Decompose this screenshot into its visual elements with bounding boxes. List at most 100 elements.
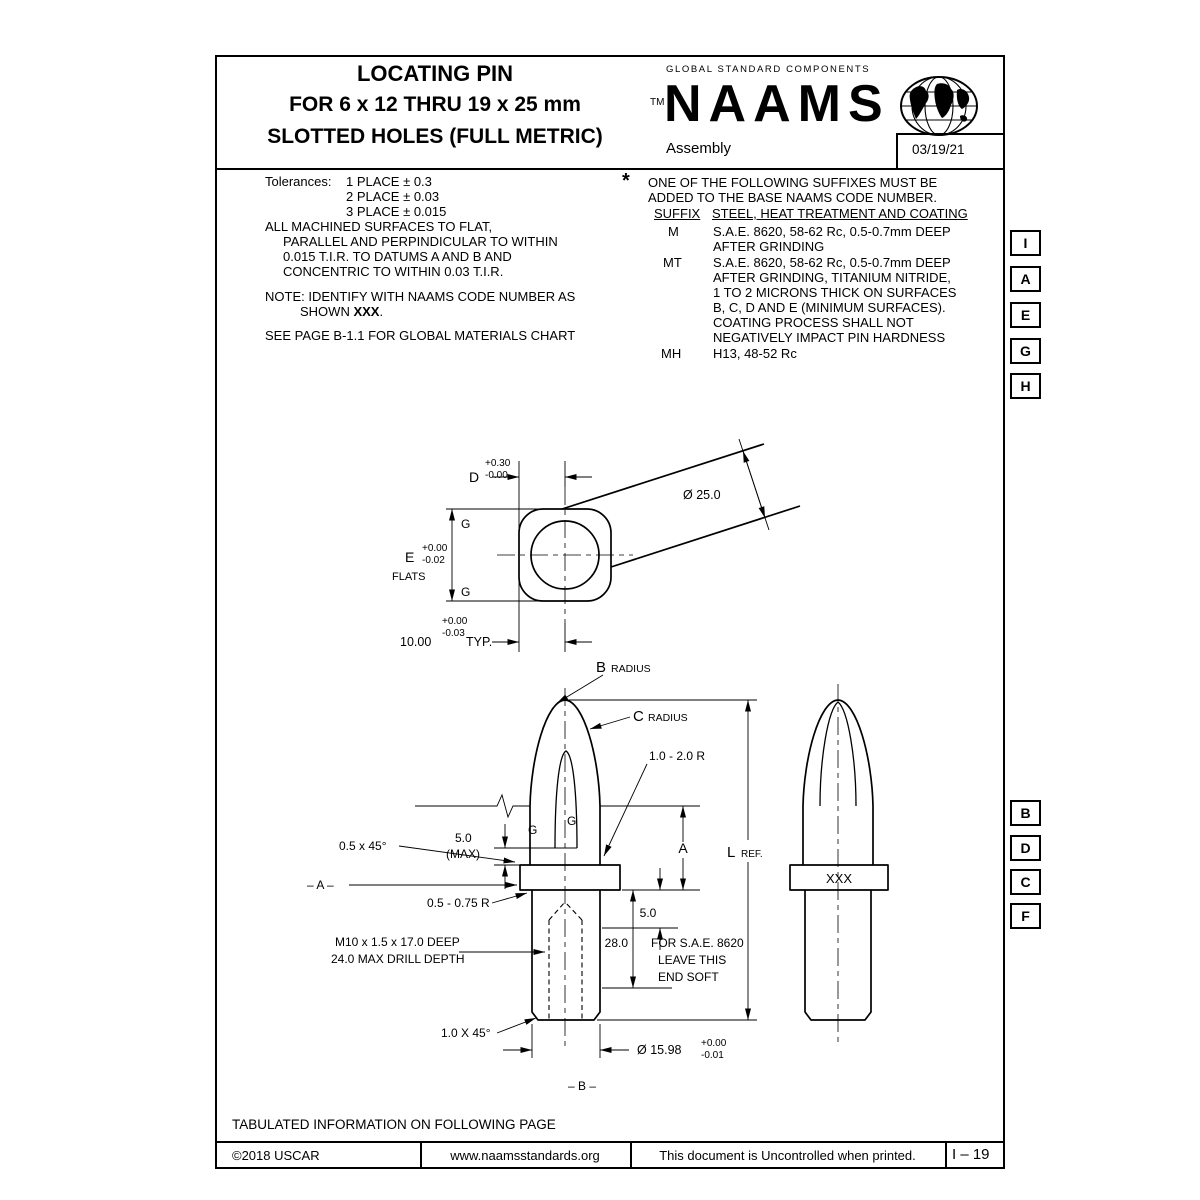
dim-d-tol-minus: -0.00 bbox=[485, 470, 508, 481]
dim-head-diameter: Ø 25.0 bbox=[683, 438, 770, 531]
bottom-chamfer-label: 1.0 X 45° bbox=[441, 1026, 491, 1040]
tabulated-note: TABULATED INFORMATION ON FOLLOWING PAGE bbox=[232, 1117, 556, 1132]
suffix-mt-line-3: 1 TO 2 MICRONS THICK ON SURFACES bbox=[713, 285, 957, 300]
shank-diameter-tol-plus: +0.00 bbox=[701, 1038, 727, 1049]
top-view-outline bbox=[497, 443, 801, 623]
b-radius-word: RADIUS bbox=[611, 663, 651, 675]
suffix-m-description: S.A.E. 8620, 58-62 Rc, 0.5-0.7mm DEEP AF… bbox=[713, 224, 951, 254]
dim-l-ref: L REF. bbox=[568, 699, 763, 1021]
front-g-labels: G G bbox=[528, 814, 576, 837]
dim-e-flats: G G E +0.00 -0.02 FLATS bbox=[392, 508, 545, 602]
footer-cell-divider-3 bbox=[945, 1141, 947, 1167]
soft-end-line3: END SOFT bbox=[658, 970, 719, 984]
dim-d-tol-plus: +0.30 bbox=[485, 458, 511, 469]
dim-d: D +0.30 -0.00 bbox=[469, 458, 592, 531]
suffix-m: M bbox=[668, 224, 679, 239]
globe-icon bbox=[900, 76, 978, 136]
l-ref-letter: L bbox=[727, 844, 735, 861]
machined-line-4: CONCENTRIC TO WITHIN 0.03 T.I.R. bbox=[283, 264, 504, 279]
flange-radius-label: 0.5 - 0.75 R bbox=[427, 896, 490, 910]
dim-head-diameter-label: Ø 25.0 bbox=[683, 488, 721, 502]
tolerance-line-1: 1 PLACE ± 0.3 bbox=[346, 174, 432, 189]
identify-note: NOTE: IDENTIFY WITH NAAMS CODE NUMBER AS… bbox=[265, 289, 575, 319]
grid-letter-i: I bbox=[1010, 230, 1041, 256]
see-page-note: SEE PAGE B-1.1 FOR GLOBAL MATERIALS CHAR… bbox=[265, 328, 576, 343]
treatment-column-header: STEEL, HEAT TREATMENT AND COATING bbox=[712, 206, 968, 221]
title-block: LOCATING PIN FOR 6 x 12 THRU 19 x 25 mm … bbox=[222, 60, 648, 151]
suffix-m-line-2: AFTER GRINDING bbox=[713, 239, 825, 254]
tolerances-label: Tolerances: bbox=[265, 174, 332, 189]
machined-surfaces-note: ALL MACHINED SURFACES TO FLAT, PARALLEL … bbox=[265, 219, 558, 279]
dim-e-tol-plus: +0.00 bbox=[422, 543, 448, 554]
dim-5-soft: 5.0 FOR S.A.E. 8620 LEAVE THIS END SOFT bbox=[602, 868, 744, 984]
dim-5-label: 5.0 bbox=[640, 906, 657, 920]
dim-a: A bbox=[622, 806, 700, 891]
nose-radius-label: 1.0 - 2.0 R bbox=[649, 749, 705, 763]
g-front-right-label: G bbox=[567, 814, 576, 828]
dim-28: 28.0 bbox=[602, 890, 672, 989]
flats-label: FLATS bbox=[392, 571, 425, 583]
leader-thread-callout: M10 x 1.5 x 17.0 DEEP 24.0 MAX DRILL DEP… bbox=[331, 935, 545, 966]
datum-a-label: – A – bbox=[307, 878, 334, 892]
b-radius-letter: B bbox=[596, 659, 606, 676]
c-radius-letter: C bbox=[633, 708, 644, 725]
surface-g-upper-label: G bbox=[461, 517, 470, 531]
leader-bottom-chamfer: 1.0 X 45° bbox=[441, 1017, 537, 1040]
trademark-symbol: TM bbox=[650, 97, 665, 108]
suffix-mt: MT bbox=[663, 255, 682, 270]
leader-flange-radius: 0.5 - 0.75 R bbox=[427, 892, 528, 910]
leader-b-radius: B RADIUS bbox=[556, 659, 651, 704]
brand-tagline: GLOBAL STANDARD COMPONENTS bbox=[666, 64, 871, 75]
date-cell-left-line bbox=[896, 133, 898, 168]
grid-letter-f: F bbox=[1010, 903, 1041, 929]
dim-d-label: D bbox=[469, 469, 479, 485]
suffix-mh: MH bbox=[661, 346, 682, 361]
typ-label: TYP. bbox=[466, 635, 492, 649]
tolerance-line-2: 2 PLACE ± 0.03 bbox=[346, 189, 440, 204]
tolerance-line-3: 3 PLACE ± 0.015 bbox=[346, 204, 447, 219]
machined-line-3: 0.015 T.I.R. TO DATUMS A AND B AND bbox=[283, 249, 512, 264]
dim-28-label: 28.0 bbox=[605, 936, 629, 950]
footer-cell-divider-2 bbox=[630, 1141, 632, 1167]
flat-runout-max: (MAX) bbox=[446, 847, 480, 861]
front-view-outline bbox=[415, 688, 700, 1048]
suffix-mt-line-4: B, C, D AND E (MINIMUM SURFACES). bbox=[713, 300, 946, 315]
datum-b-label: – B – bbox=[568, 1079, 596, 1093]
soft-end-line1: FOR S.A.E. 8620 bbox=[651, 936, 744, 950]
suffix-mt-line-6: NEGATIVELY IMPACT PIN HARDNESS bbox=[713, 330, 946, 345]
tolerances-block: Tolerances: 1 PLACE ± 0.3 2 PLACE ± 0.03… bbox=[265, 174, 446, 219]
dim-flat-runout: 5.0 (MAX) bbox=[446, 824, 577, 889]
footnote-asterisk: * bbox=[622, 170, 630, 192]
dim-10-typ: +0.00 -0.03 10.00 TYP. bbox=[400, 580, 592, 652]
suffix-mt-line-1: S.A.E. 8620, 58-62 Rc, 0.5-0.7mm DEEP bbox=[713, 255, 951, 270]
page-title-line2: FOR 6 x 12 THRU 19 x 25 mm bbox=[289, 93, 581, 116]
grid-letter-b: B bbox=[1010, 800, 1041, 826]
suffix-mh-description: H13, 48-52 Rc bbox=[713, 346, 797, 361]
side-view-outline: XXX bbox=[789, 684, 889, 1046]
page-number: I – 19 bbox=[952, 1146, 990, 1163]
website-link[interactable]: www.naamsstandards.org bbox=[450, 1148, 600, 1163]
brand-logo-text: NAAMS bbox=[664, 75, 890, 133]
machined-line-2: PARALLEL AND PERPINDICULAR TO WITHIN bbox=[283, 234, 558, 249]
l-ref-word: REF. bbox=[741, 849, 763, 860]
dim-e-label: E bbox=[405, 549, 414, 565]
category-label: Assembly bbox=[666, 140, 732, 157]
grid-letter-g: G bbox=[1010, 338, 1041, 364]
leader-flange-chamfer: 0.5 x 45° bbox=[339, 839, 516, 864]
header-divider bbox=[217, 168, 1003, 170]
suffix-mt-line-5: COATING PROCESS SHALL NOT bbox=[713, 315, 914, 330]
shank-diameter-label: Ø 15.98 bbox=[637, 1043, 682, 1057]
thread-callout-line2: 24.0 MAX DRILL DEPTH bbox=[331, 952, 465, 966]
identify-prefix: SHOWN bbox=[300, 304, 354, 319]
dim-10-label: 10.00 bbox=[400, 635, 431, 649]
shank-diameter-tol-minus: -0.01 bbox=[701, 1050, 724, 1061]
uncontrolled-note: This document is Uncontrolled when print… bbox=[659, 1148, 916, 1163]
grid-letter-a: A bbox=[1010, 266, 1041, 292]
footer-cell-divider-1 bbox=[420, 1141, 422, 1167]
suffix-mt-description: S.A.E. 8620, 58-62 Rc, 0.5-0.7mm DEEP AF… bbox=[713, 255, 956, 345]
grid-letter-c: C bbox=[1010, 869, 1041, 895]
thread-callout-line1: M10 x 1.5 x 17.0 DEEP bbox=[335, 935, 460, 949]
suffix-mt-line-2: AFTER GRINDING, TITANIUM NITRIDE, bbox=[713, 270, 951, 285]
datum-a: – A – bbox=[307, 878, 517, 892]
